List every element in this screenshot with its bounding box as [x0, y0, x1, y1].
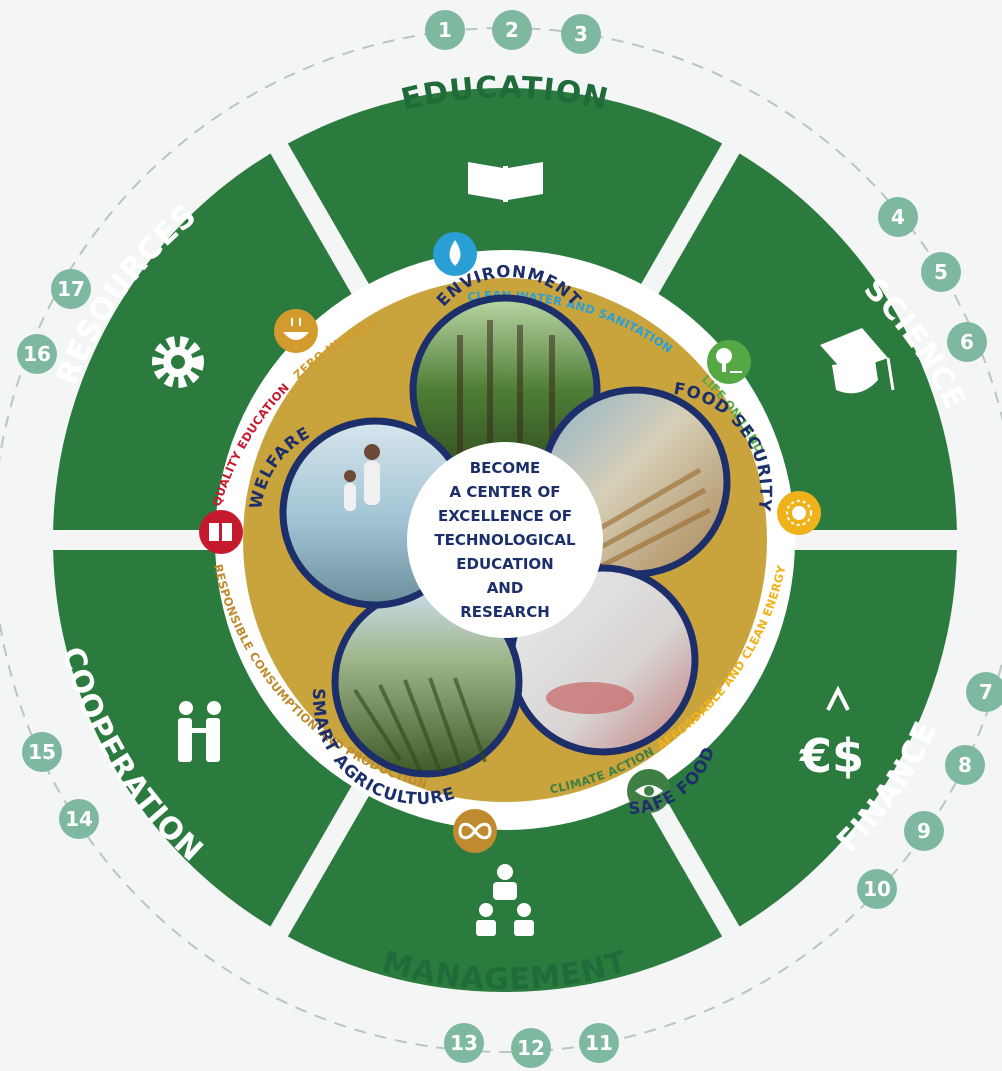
svg-text:€$: €$: [799, 729, 864, 783]
center-line: BECOME: [470, 459, 541, 477]
number-8: 8: [945, 745, 985, 785]
number-14: 14: [59, 799, 99, 839]
number-16: 16: [17, 334, 57, 374]
center-circle: [407, 442, 603, 638]
center-statement: BECOME A CENTER OF EXCELLENCE OF TECHNOL…: [434, 459, 576, 621]
currency-icon: €$: [799, 685, 864, 783]
sdg-affordable-energy-icon: [777, 491, 821, 535]
number-2: 2: [492, 10, 532, 50]
svg-text:12: 12: [517, 1036, 545, 1060]
svg-text:4: 4: [891, 205, 905, 229]
center-line: AND: [487, 579, 524, 597]
gear-icon: [152, 336, 204, 388]
svg-text:5: 5: [934, 260, 948, 284]
number-3: 3: [561, 14, 601, 54]
number-5: 5: [921, 252, 961, 292]
svg-text:14: 14: [65, 807, 93, 831]
number-10: 10: [857, 869, 897, 909]
svg-text:10: 10: [863, 877, 891, 901]
svg-text:13: 13: [450, 1031, 478, 1055]
svg-text:11: 11: [585, 1031, 613, 1055]
svg-text:3: 3: [574, 22, 588, 46]
svg-text:16: 16: [23, 342, 51, 366]
open-book-icon: [468, 162, 543, 202]
svg-text:8: 8: [958, 753, 972, 777]
number-9: 9: [904, 811, 944, 851]
number-12: 12: [511, 1028, 551, 1068]
sdg-quality-education-icon: [199, 510, 243, 554]
center-line: EXCELLENCE OF: [438, 507, 572, 525]
svg-text:6: 6: [960, 330, 974, 354]
svg-text:15: 15: [28, 740, 56, 764]
number-4: 4: [878, 197, 918, 237]
sdg-climate-action-icon: [627, 769, 671, 813]
number-7: 7: [966, 672, 1002, 712]
number-1: 1: [425, 10, 465, 50]
outer-dashed-ring: [0, 27, 1002, 1053]
number-15: 15: [22, 732, 62, 772]
svg-text:2: 2: [505, 18, 519, 42]
sdg-responsible-consumption-icon: [453, 809, 497, 853]
center-line: RESEARCH: [460, 603, 550, 621]
team-leader-icon: [476, 864, 534, 936]
sdg-clean-water-icon: [433, 232, 477, 276]
number-17: 17: [51, 269, 91, 309]
number-6: 6: [947, 322, 987, 362]
svg-text:1: 1: [438, 18, 452, 42]
svg-text:7: 7: [979, 680, 993, 704]
center-line: TECHNOLOGICAL: [434, 531, 576, 549]
center-line: EDUCATION: [456, 555, 553, 573]
handshake-icon: [178, 701, 221, 762]
svg-text:17: 17: [57, 277, 85, 301]
number-13: 13: [444, 1023, 484, 1063]
center-line: A CENTER OF: [450, 483, 561, 501]
sdg-life-on-land-icon: [707, 340, 751, 384]
sdg-zero-hunger-icon: [274, 309, 318, 353]
svg-text:9: 9: [917, 819, 931, 843]
number-11: 11: [579, 1023, 619, 1063]
graduation-cap-icon: [820, 328, 895, 394]
